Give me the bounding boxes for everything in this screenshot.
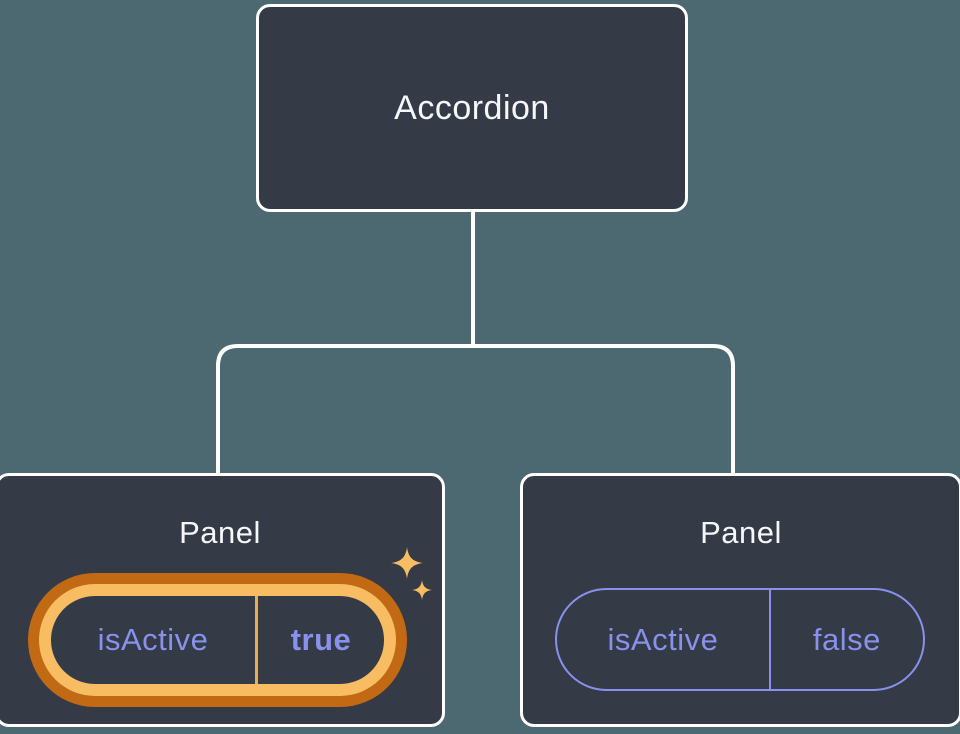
state-pill-divider [768, 590, 771, 689]
component-node-panel-inactive: Panel isActive false [520, 473, 960, 727]
component-node-accordion: Accordion [256, 4, 688, 212]
panel-label: Panel [700, 515, 782, 550]
state-pill-inactive: isActive false [555, 588, 925, 691]
panel-label: Panel [179, 515, 261, 550]
sparkle-icon [412, 580, 432, 600]
sparkle-icon [391, 547, 423, 579]
state-pill-active: isActive true [28, 573, 407, 707]
state-key-label: isActive [97, 622, 209, 657]
state-pill-gold-ring: isActive true [39, 584, 396, 696]
state-value-label: false [812, 621, 881, 657]
component-node-panel-active: Panel isActive true [0, 473, 445, 727]
state-value-label: true [290, 622, 352, 657]
state-pill-divider [255, 596, 258, 684]
state-pill-body: isActive true [51, 596, 384, 684]
accordion-label: Accordion [394, 88, 550, 127]
state-key-label: isActive [607, 621, 719, 657]
